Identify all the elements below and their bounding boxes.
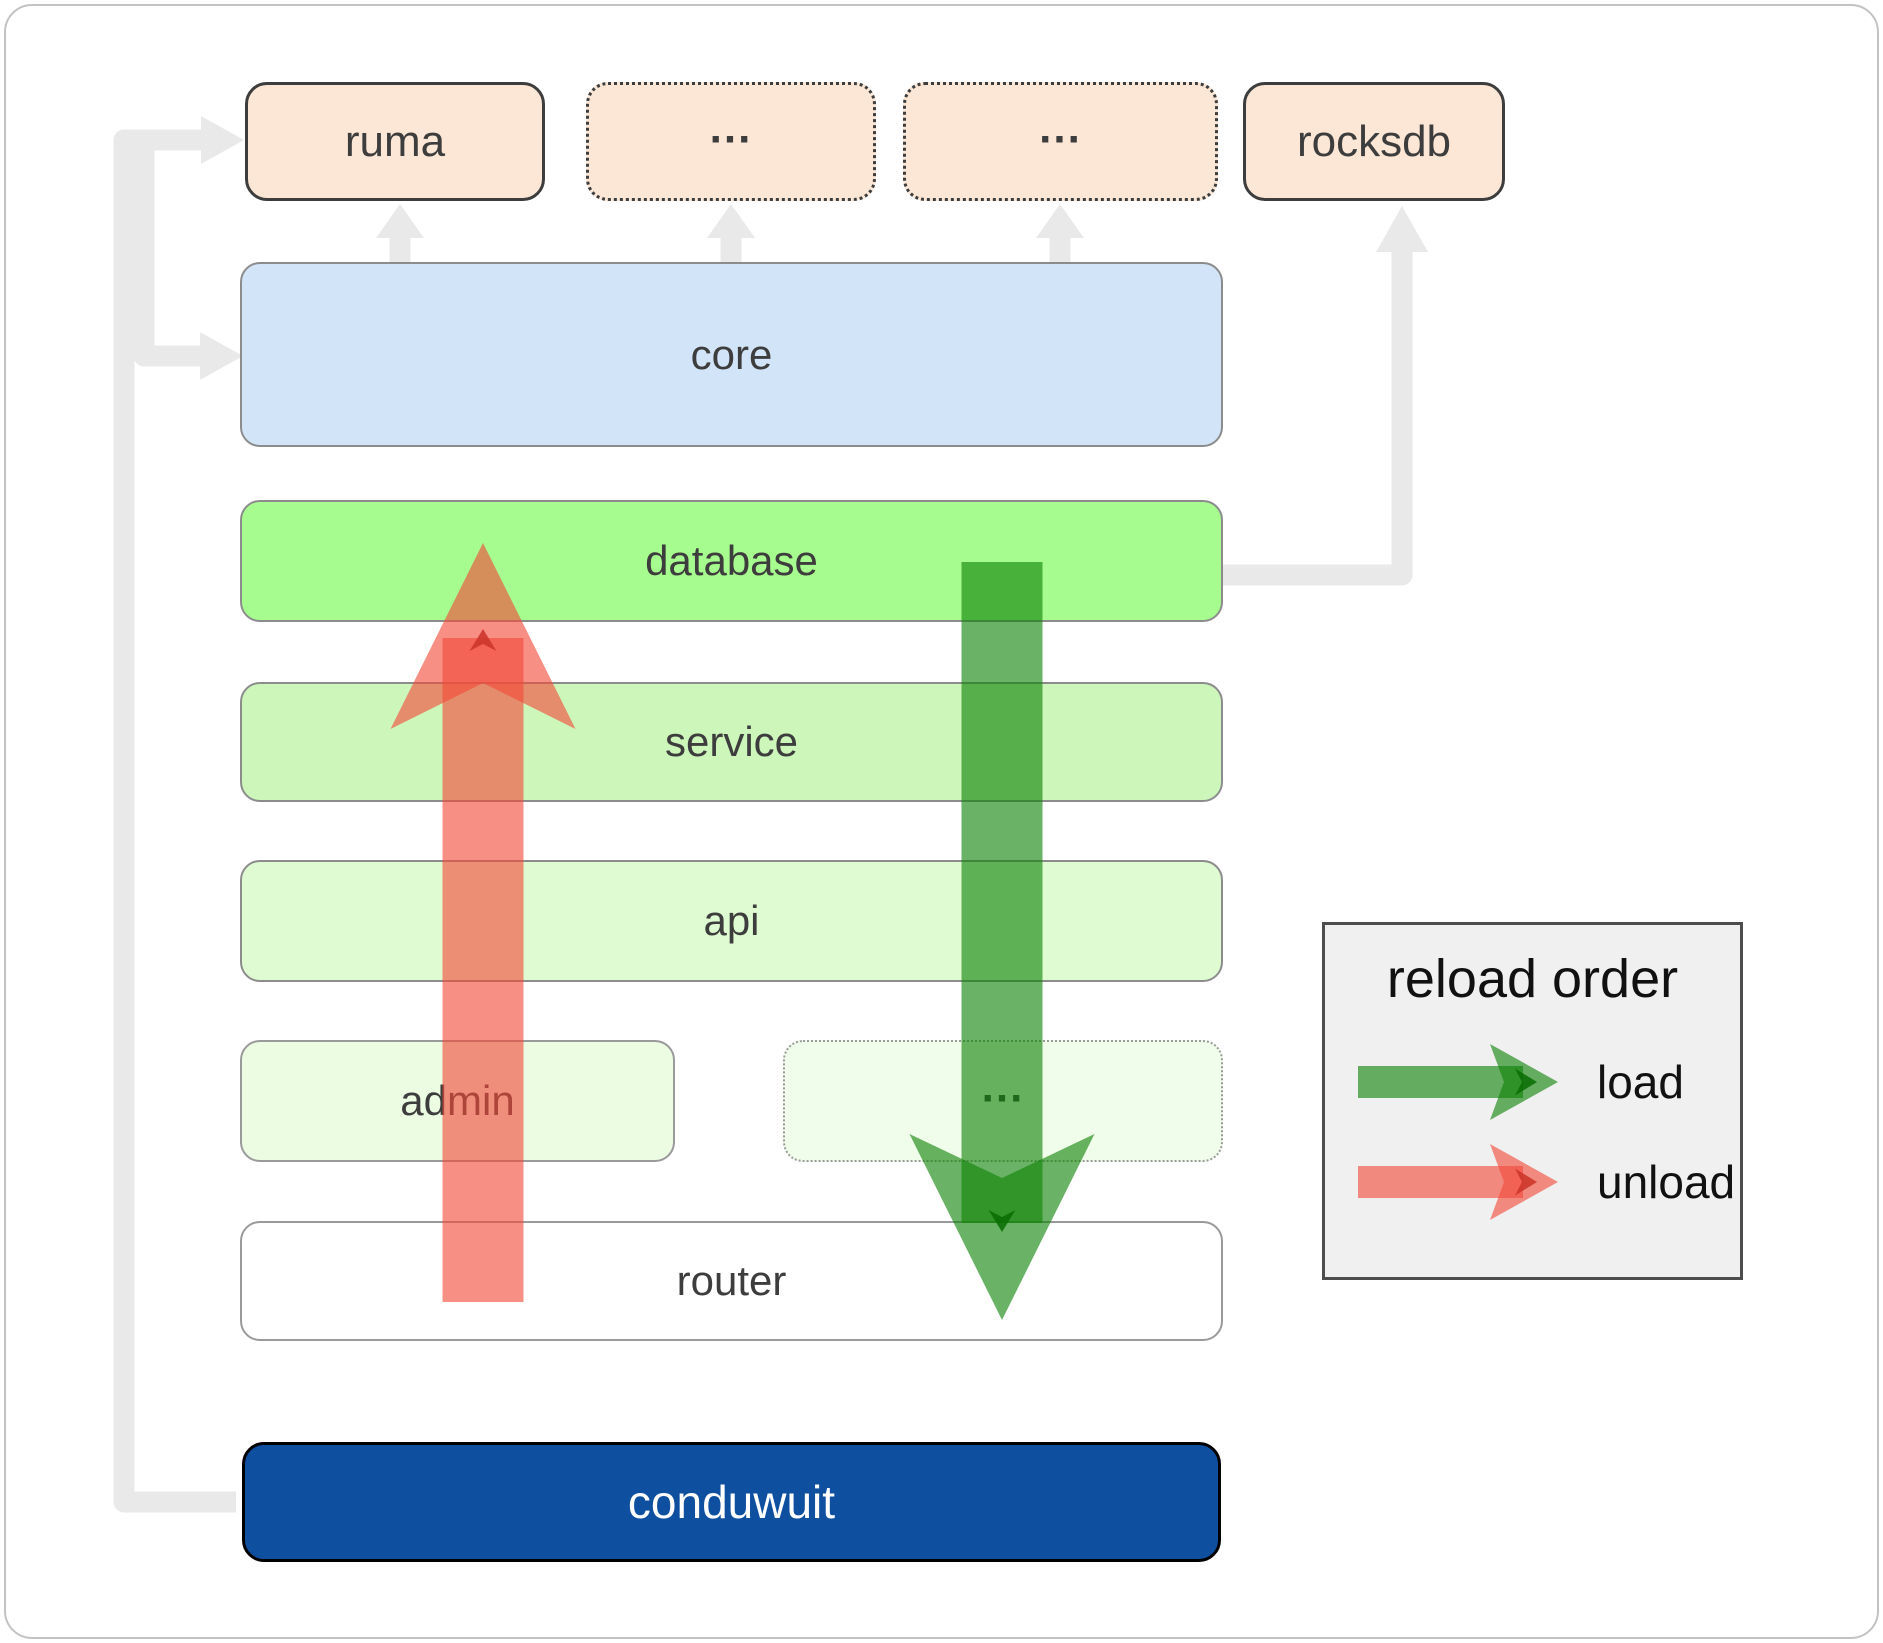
conduwuit-to-ruma-arrowhead-icon — [201, 116, 244, 164]
node-conduwuit-label: conduwuit — [627, 1476, 836, 1528]
core-to-crate3-arrow-icon — [1036, 204, 1084, 263]
node-rocksdb: rocksdb — [1243, 82, 1505, 201]
conduwuit-to-core-connector — [133, 150, 201, 367]
legend-title: reload order — [1386, 949, 1679, 1009]
node-core-label: core — [690, 330, 773, 378]
database-to-rocksdb-connector — [1223, 252, 1413, 586]
database-to-rocksdb-arrowhead-icon — [1376, 206, 1428, 252]
unload-arrow-icon — [390, 543, 576, 1302]
node-ruma: ruma — [245, 82, 545, 201]
legend-unload-label: unload — [1597, 1156, 1736, 1208]
load-arrow-icon — [909, 562, 1095, 1320]
node-rocksdb-label: rocksdb — [1296, 116, 1452, 166]
legend-load-arrow-marker-icon — [1515, 1068, 1537, 1096]
legend-box — [1322, 922, 1743, 1280]
core-to-crate2-arrow-icon — [707, 204, 755, 263]
node-service-label: service — [664, 718, 799, 765]
node-crate3: ... — [903, 82, 1218, 201]
conduwuit-to-core-arrowhead-icon — [200, 332, 243, 380]
node-service: service — [240, 682, 1223, 802]
node-router-label: router — [676, 1257, 787, 1304]
node-database-label: database — [645, 537, 818, 584]
legend-unload-arrow-marker-icon — [1515, 1168, 1537, 1196]
node-core: core — [240, 262, 1223, 447]
node-crate2: ... — [586, 82, 876, 201]
node-ruma-label: ruma — [344, 116, 446, 166]
node-api: api — [240, 860, 1223, 982]
conduwuit-to-ruma-connector — [113, 129, 236, 1513]
load-arrow-marker-icon — [988, 1210, 1016, 1232]
node-api-label: api — [703, 897, 760, 944]
node-database: database — [240, 500, 1223, 622]
node-router: router — [240, 1221, 1223, 1341]
unload-arrow-marker-icon — [469, 629, 497, 651]
node-crate3-label: ... — [1039, 103, 1082, 152]
legend-load-label: load — [1597, 1056, 1684, 1108]
node-conduwuit: conduwuit — [242, 1442, 1221, 1562]
node-crate2-label: ... — [709, 103, 753, 152]
core-to-ruma-arrow-icon — [376, 204, 424, 263]
